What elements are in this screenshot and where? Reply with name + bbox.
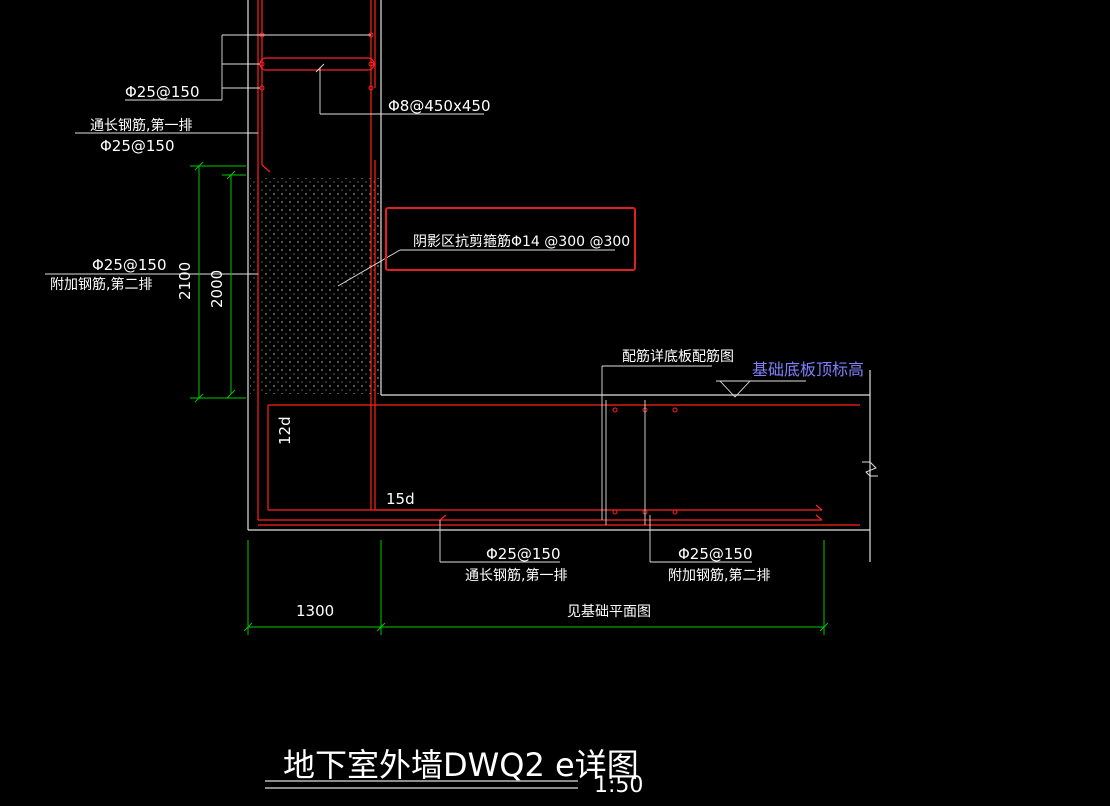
label-added-second-row: 附加钢筋,第二排 bbox=[50, 276, 152, 293]
dimension-lines bbox=[190, 161, 829, 635]
label-bottom-bar-left: Φ25@150 bbox=[486, 545, 561, 563]
highlight-box bbox=[385, 207, 636, 271]
rebar-lines bbox=[257, 0, 860, 526]
break-symbol bbox=[862, 461, 878, 477]
label-bottom-continuous: 通长钢筋,第一排 bbox=[465, 567, 567, 584]
concrete-outline bbox=[247, 0, 871, 562]
label-wall-bar-inner: Φ25@150 bbox=[100, 137, 175, 155]
dim-1300: 1300 bbox=[296, 602, 334, 620]
label-bottom-bar-right: Φ25@150 bbox=[678, 545, 753, 563]
dim-2000: 2000 bbox=[208, 270, 226, 308]
dim-2100: 2100 bbox=[176, 262, 194, 300]
label-shadow-zone-shear: 阴影区抗剪箍筋Φ14 @300 @300 bbox=[413, 233, 630, 250]
label-added-bar-wall: Φ25@150 bbox=[92, 256, 167, 274]
dim-15d: 15d bbox=[386, 490, 415, 508]
shadow-zone-hatch bbox=[250, 178, 379, 394]
label-bottom-added: 附加钢筋,第二排 bbox=[668, 567, 770, 584]
label-tie-bar: Φ8@450x450 bbox=[388, 97, 491, 115]
drawing-title: 地下室外墙DWQ2 e详图 bbox=[283, 746, 639, 784]
label-slab-reinf-ref: 配筋详底板配筋图 bbox=[622, 348, 734, 365]
drawing-scale: 1:50 bbox=[594, 773, 643, 798]
label-wall-bar-outer: Φ25@150 bbox=[125, 83, 200, 101]
label-see-plan: 见基础平面图 bbox=[567, 603, 651, 620]
label-continuous-first-row: 通长钢筋,第一排 bbox=[90, 117, 192, 134]
dim-12d: 12d bbox=[276, 416, 294, 445]
label-slab-top-elev: 基础底板顶标高 bbox=[752, 360, 864, 379]
leader-lines bbox=[45, 34, 806, 563]
